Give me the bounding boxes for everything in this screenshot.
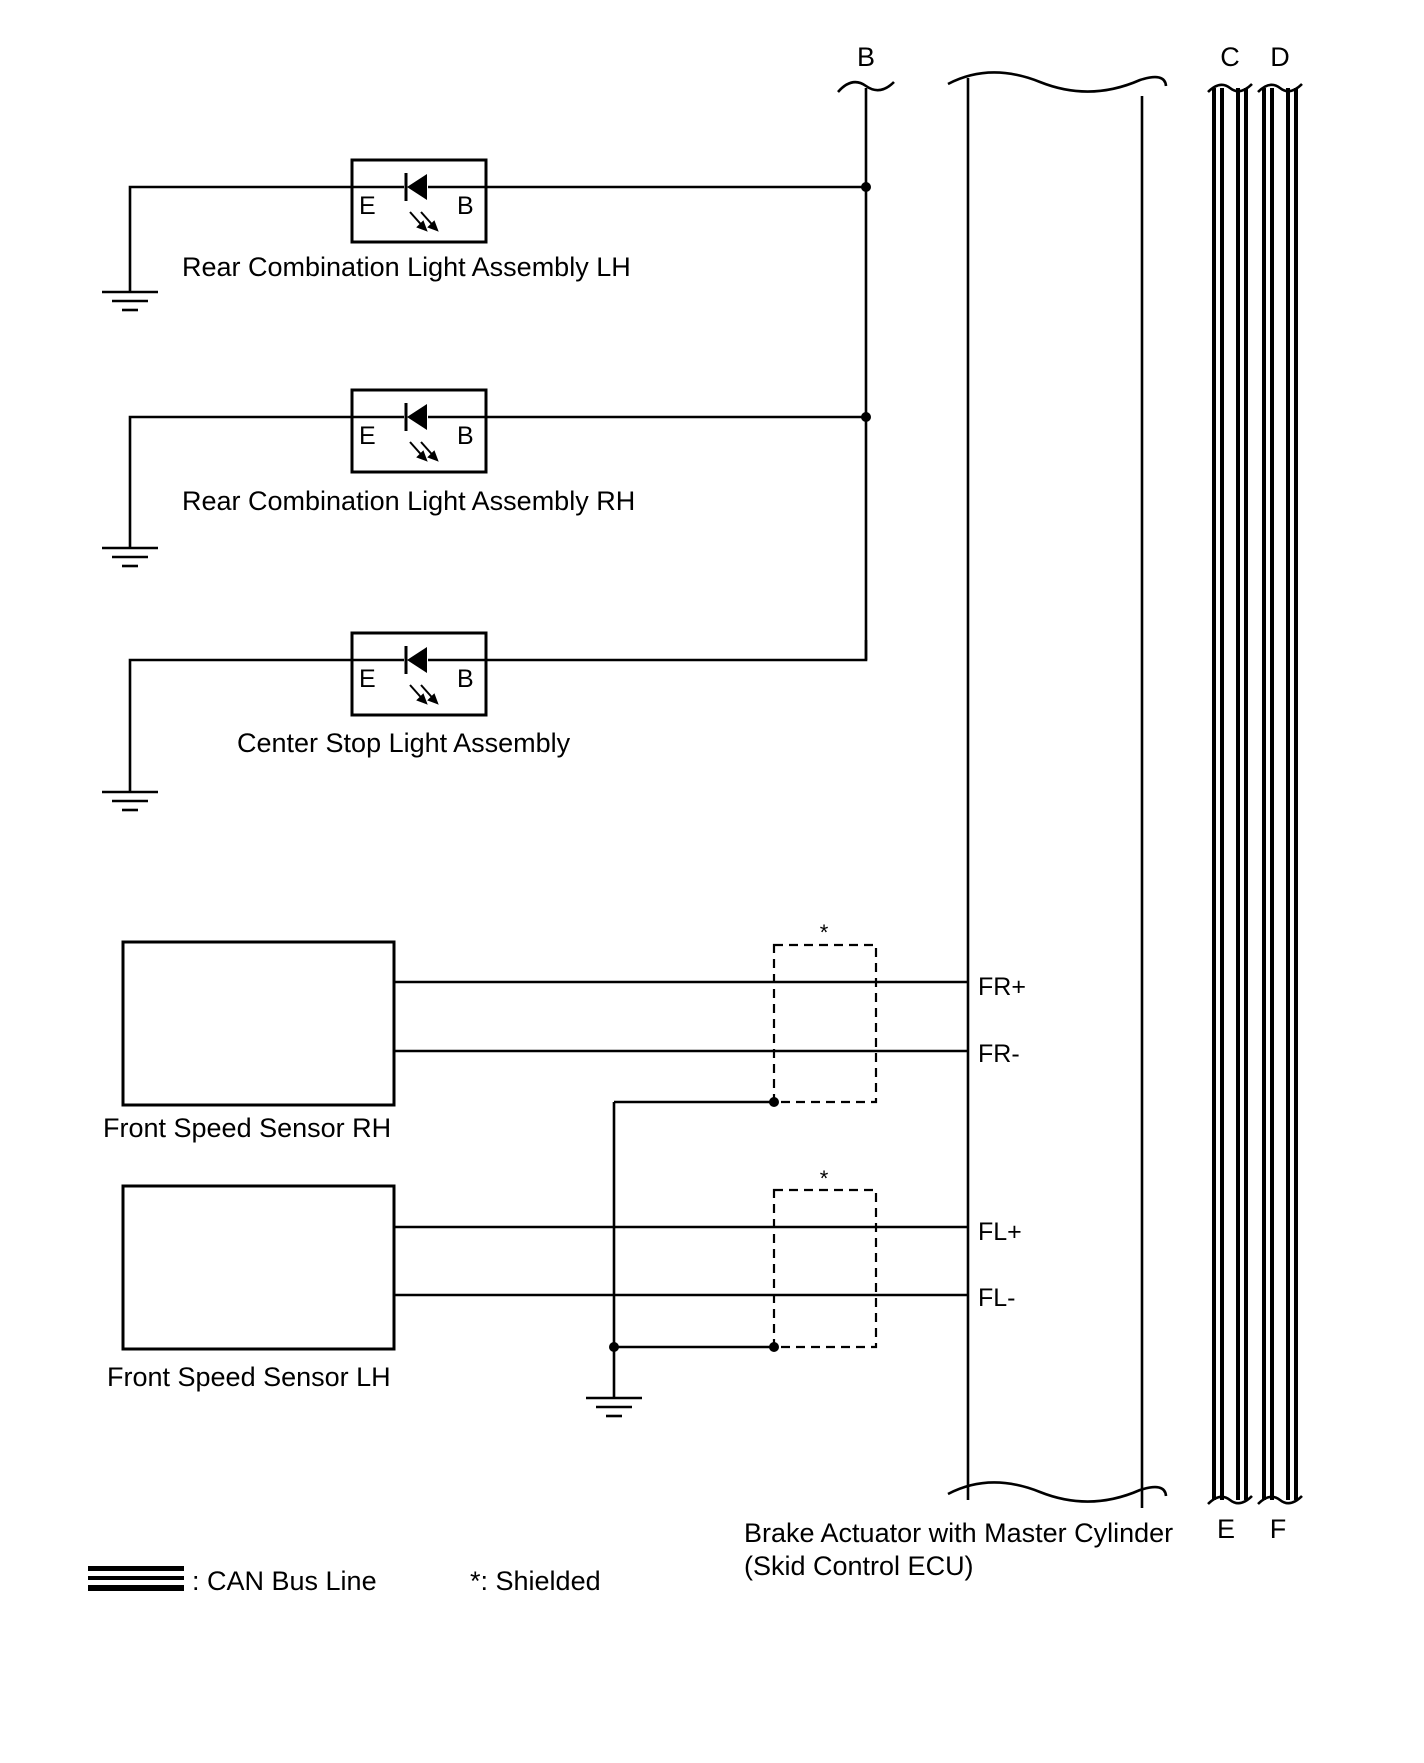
shield-mark: * — [820, 920, 829, 945]
lamp-center-label: Center Stop Light Assembly — [237, 728, 571, 758]
front-speed-sensor-rh: * — [121, 920, 968, 1107]
connector-c-label: C — [1220, 42, 1240, 72]
connector-e-label: E — [1217, 1514, 1235, 1544]
ecu-title-line1: Brake Actuator with Master Cylinder — [744, 1518, 1173, 1548]
led-icon — [407, 404, 427, 430]
pin-e-label: E — [359, 422, 376, 450]
ground-icon — [102, 790, 158, 812]
connector-b-label: B — [857, 42, 875, 72]
led-icon — [407, 647, 427, 673]
can-bus-legend-icon — [88, 1566, 184, 1591]
shield-ground — [586, 1102, 642, 1418]
legend-shielded-label: *: Shielded — [470, 1566, 601, 1596]
lamp-rh-label: Rear Combination Light Assembly RH — [182, 486, 635, 516]
connector-d-label: D — [1270, 42, 1290, 72]
legend-can-label: : CAN Bus Line — [192, 1566, 377, 1596]
pin-fr-minus: FR- — [978, 1040, 1020, 1068]
sensor-lh-label: Front Speed Sensor LH — [107, 1362, 391, 1392]
shield-mark: * — [820, 1166, 829, 1191]
led-icon — [407, 174, 427, 200]
can-bus-d — [1257, 83, 1303, 1505]
pin-b-label: B — [457, 192, 474, 220]
pin-b-label: B — [457, 665, 474, 693]
lamp-center-stop: E B — [102, 631, 868, 812]
ground-icon — [586, 1396, 642, 1418]
lamp-rear-combination-rh: E B — [102, 388, 871, 568]
pin-fl-minus: FL- — [978, 1284, 1016, 1312]
ecu-block — [947, 71, 1168, 1508]
legend: : CAN Bus Line *: Shielded — [88, 1566, 601, 1596]
ground-icon — [102, 546, 158, 568]
connector-f-label: F — [1270, 1514, 1287, 1544]
pin-fr-plus: FR+ — [978, 973, 1026, 1001]
ground-icon — [102, 290, 158, 312]
pin-e-label: E — [359, 192, 376, 220]
shield-box — [772, 1188, 878, 1349]
sensor-rh-label: Front Speed Sensor RH — [103, 1113, 391, 1143]
lamp-rear-combination-lh: E B — [102, 158, 871, 312]
ecu-title-line2: (Skid Control ECU) — [744, 1551, 974, 1581]
lamp-lh-label: Rear Combination Light Assembly LH — [182, 252, 631, 282]
pin-e-label: E — [359, 665, 376, 693]
front-speed-sensor-lh: * — [121, 1166, 968, 1352]
shield-box — [772, 943, 878, 1104]
connector-b-break — [837, 80, 895, 93]
pin-fl-plus: FL+ — [978, 1218, 1022, 1246]
can-bus-c — [1207, 83, 1253, 1505]
pin-b-label: B — [457, 422, 474, 450]
